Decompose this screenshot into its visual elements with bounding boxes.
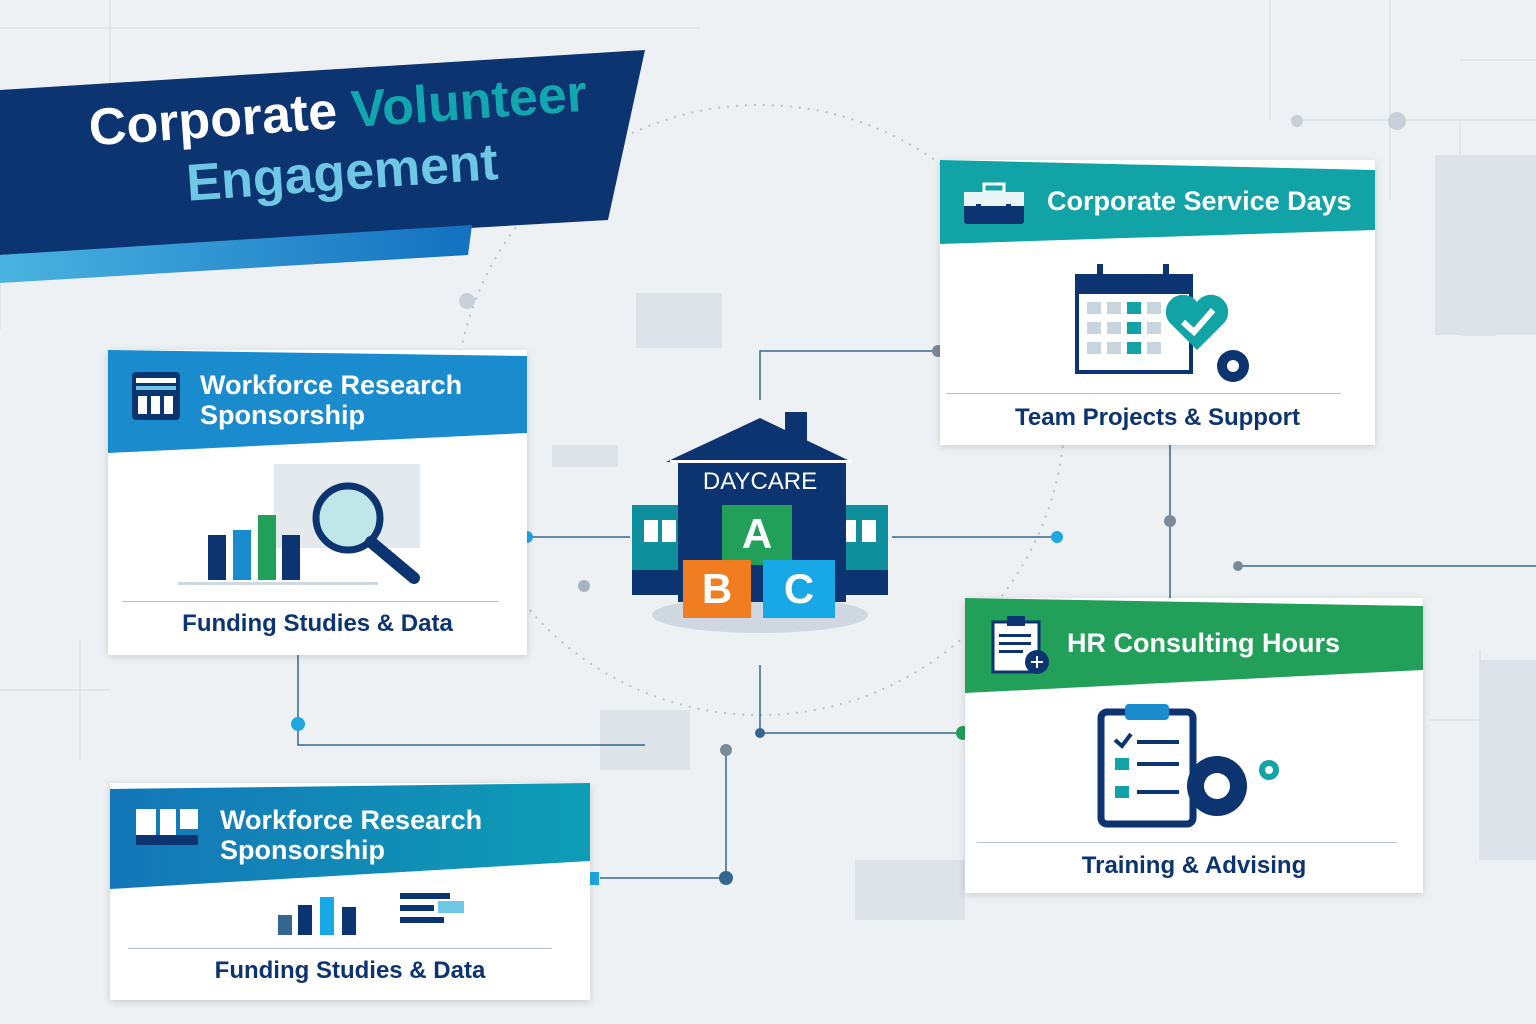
puzzle-icon — [136, 809, 198, 845]
card-header: HR Consulting Hours — [965, 598, 1423, 693]
card-title: HR Consulting Hours — [1067, 628, 1340, 658]
calendar-check-icon — [1075, 264, 1249, 382]
daycare-house-icon — [632, 412, 888, 633]
divider — [122, 601, 499, 602]
card-header: Corporate Service Days — [940, 160, 1375, 244]
daycare-label: DAYCARE — [702, 468, 818, 495]
card-subtitle: Funding Studies & Data — [214, 957, 486, 984]
checklist-gear-icon — [1097, 704, 1279, 828]
card-subtitle: Training & Advising — [1081, 852, 1307, 879]
block-a: A — [741, 510, 773, 557]
briefcase-icon — [964, 182, 1024, 224]
card-hr-consulting-hours[interactable]: HR Consulting Hours Training & Advising — [965, 598, 1423, 893]
bar-chart-magnifier-icon — [178, 464, 420, 585]
card-workforce-research-2[interactable]: Workforce Research Sponsorship Funding S… — [110, 783, 590, 1000]
card-corporate-service-days[interactable]: Corporate Service Days Team Projects & S… — [940, 160, 1375, 445]
divider — [128, 948, 552, 949]
card-subtitle: Team Projects & Support — [1015, 404, 1300, 431]
daycare-building: DAYCARE A B C — [630, 410, 892, 635]
clipboard-icon — [991, 616, 1049, 674]
divider — [977, 842, 1397, 843]
block-b: B — [701, 565, 733, 612]
title-banner — [0, 50, 645, 255]
card-subtitle: Funding Studies & Data — [182, 610, 453, 637]
card-workforce-research[interactable]: Workforce Research Sponsorship Funding S… — [108, 350, 527, 655]
card-header: Workforce Research Sponsorship — [108, 350, 527, 453]
card-header: Workforce Research Sponsorship — [110, 783, 590, 889]
block-c: C — [783, 565, 815, 612]
divider — [946, 393, 1341, 394]
card-title: Workforce Research Sponsorship — [200, 370, 463, 430]
card-title: Corporate Service Days — [1047, 186, 1352, 216]
bar-chart-icon — [278, 893, 464, 935]
card-title: Workforce Research Sponsorship — [220, 805, 483, 865]
report-icon — [132, 372, 180, 420]
